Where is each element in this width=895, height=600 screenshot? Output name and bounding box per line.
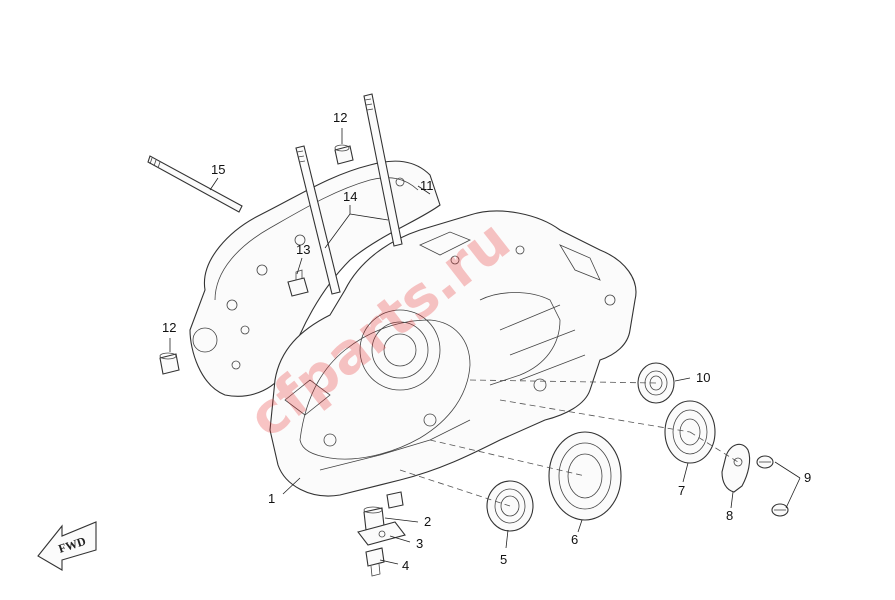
callout-8: 8 — [726, 508, 733, 523]
callout-11: 11 — [420, 178, 434, 193]
plate-part-3 — [357, 521, 406, 546]
alignment-lines — [399, 379, 739, 507]
callout-1: 1 — [268, 491, 275, 506]
bearing-part-6 — [548, 431, 622, 521]
forward-direction-arrow: FWD — [37, 521, 97, 571]
bearing-part-10 — [637, 362, 675, 404]
callout-2: 2 — [424, 514, 431, 529]
callout-15: 15 — [211, 162, 225, 177]
gasket-part-11 — [189, 160, 441, 397]
dowel-pin-part-12-left — [159, 352, 180, 375]
callout-12-left: 12 — [162, 320, 176, 335]
screw-part-9-bottom — [771, 503, 789, 517]
retainer-plate-part-8 — [721, 443, 751, 493]
pin-part-unlabeled — [386, 491, 404, 509]
callout-5: 5 — [500, 552, 507, 567]
bolt-part-4 — [365, 547, 385, 577]
callout-13: 13 — [296, 242, 310, 257]
callout-10: 10 — [696, 370, 710, 385]
callout-labels: 1 2 3 4 5 6 7 8 9 10 11 12 12 13 14 15 — [162, 110, 811, 573]
callout-7: 7 — [678, 483, 685, 498]
callout-9: 9 — [804, 470, 811, 485]
callout-12-top: 12 — [333, 110, 347, 125]
callout-3: 3 — [416, 536, 423, 551]
dowel-pin-part-12-top — [334, 144, 354, 165]
callout-4: 4 — [402, 558, 409, 573]
fitting-part-13 — [287, 269, 309, 297]
screw-part-9-top — [756, 455, 774, 469]
callout-14: 14 — [343, 189, 357, 204]
leader-lines — [169, 128, 801, 565]
callout-6: 6 — [571, 532, 578, 547]
stud-bolts-part-14 — [295, 93, 403, 295]
crankcase-part-1 — [269, 210, 637, 497]
long-stud-part-15 — [147, 155, 243, 213]
